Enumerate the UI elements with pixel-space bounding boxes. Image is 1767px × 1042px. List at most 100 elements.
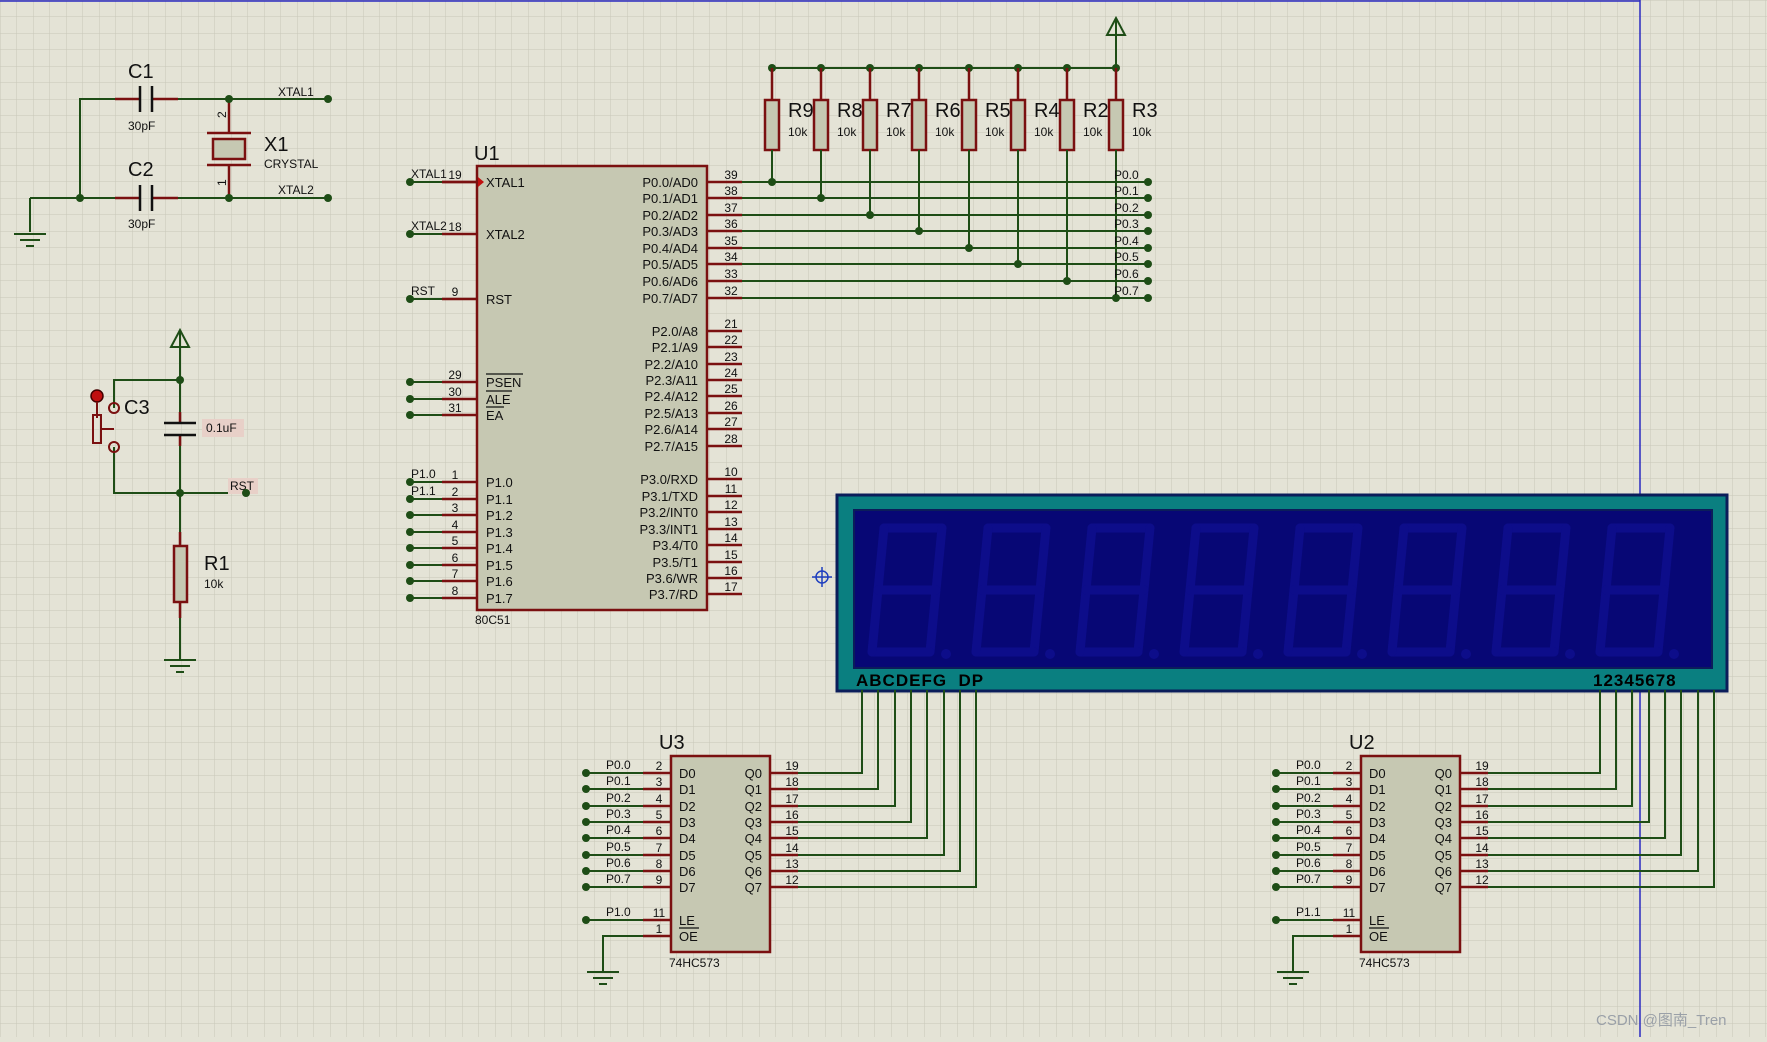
u3-net-label-p0.2: P0.2 (606, 791, 631, 805)
digit-pins-label: 12345678 (1593, 671, 1677, 690)
u3-pin-num-6: 6 (656, 824, 663, 838)
u1-pin-num-29: 29 (448, 368, 462, 382)
digit-4-segment-2 (1237, 585, 1253, 657)
u1-pin-num-21: 21 (724, 317, 738, 331)
x1-pin1: 1 (215, 179, 229, 186)
u1-pin-name-p2-1-a9: P2.1/A9 (652, 340, 698, 355)
u2-q-wire-7 (1488, 690, 1715, 888)
u3-pin-name-q4: Q4 (745, 831, 762, 846)
digit-8 (1595, 523, 1679, 659)
u2-pin-num-6: 6 (1346, 824, 1353, 838)
u3-pin-name-q2: Q2 (745, 799, 762, 814)
u2-body (1359, 754, 1462, 954)
crystal-x1[interactable]: 2 1 X1 CRYSTAL (207, 99, 319, 198)
u3-net-label-p0.7: P0.7 (606, 872, 631, 886)
u1-pin-num-38: 38 (724, 184, 738, 198)
c2-value: 30pF (128, 217, 155, 231)
u3-pin-name-d0: D0 (679, 766, 696, 781)
u3-pin-num-8: 8 (656, 857, 663, 871)
crosshair-marker (812, 567, 832, 587)
u2-pin-num-3: 3 (1346, 775, 1353, 789)
reset-pushbutton[interactable] (90, 389, 120, 453)
x1-ref: X1 (264, 134, 288, 156)
digit-8-segment-1 (1659, 523, 1675, 595)
u1-pin-name-p1.5: P1.5 (486, 558, 513, 573)
digit-8-dp (1669, 649, 1679, 659)
u3-net-label-p0.3: P0.3 (606, 807, 631, 821)
digit-6-segment-1 (1451, 523, 1467, 595)
u1-pin-num-2: 2 (452, 485, 459, 499)
u1-pin-name-p2-3-a11: P2.3/A11 (645, 373, 698, 388)
digit-7-segment-1 (1555, 523, 1571, 595)
u2-pin-num-16: 16 (1475, 808, 1489, 822)
u2-pin-name-d0: D0 (1369, 766, 1386, 781)
pullup-resistor-network[interactable]: R910kR810kR710kR610kR510kR410kR210kR310k… (742, 15, 1158, 302)
u3-pin-name-q3: Q3 (745, 815, 762, 830)
u1-pin-name-p1.4: P1.4 (486, 541, 513, 556)
digit-6-segment-2 (1445, 585, 1461, 657)
digit-5-segment-4 (1283, 585, 1299, 657)
u3-pin-num-14: 14 (785, 841, 799, 855)
digit-5 (1283, 523, 1367, 659)
u2-pin-num-14: 14 (1475, 841, 1489, 855)
u2-net-label-p0.0: P0.0 (1296, 758, 1321, 772)
u2-net-label-p0.7: P0.7 (1296, 872, 1321, 886)
u1-pin-name-xtal2: XTAL2 (486, 227, 525, 242)
u1-pin-name-p3-6-wr: P3.6/WR (646, 571, 698, 586)
capacitor-c3[interactable]: C3 0.1uF (124, 397, 244, 446)
ground-symbol-osc (14, 233, 46, 247)
u2-net-label-p0.2: P0.2 (1296, 791, 1321, 805)
u1-pin-num-32: 32 (724, 284, 738, 298)
digit-3 (1075, 523, 1159, 659)
pullup-net-label-p0.1: P0.1 (1114, 184, 1139, 198)
u1-part: 80C51 (475, 613, 511, 627)
u2-pin-num-7: 7 (1346, 841, 1353, 855)
u1-pin-num-3: 3 (452, 501, 459, 515)
u3-pin-num-le: 11 (653, 906, 666, 920)
pullup-resistor-r2 (1058, 98, 1076, 152)
pullup-net-label-p0.3: P0.3 (1114, 217, 1139, 231)
segment-pins-label: ABCDEFG DP (856, 671, 984, 690)
u1-pin-name-p2-6-a14: P2.6/A14 (645, 422, 699, 437)
pullup-resistor-r3 (1107, 98, 1125, 152)
u2-q-wire-0 (1488, 690, 1601, 774)
digit-8-segment-2 (1653, 585, 1669, 657)
u3-net-label-p0.4: P0.4 (606, 823, 631, 837)
pullup-r8-value: 10k (837, 125, 857, 139)
u2-pin-name-q5: Q5 (1435, 848, 1452, 863)
digit-6-segment-4 (1387, 585, 1403, 657)
pullup-resistor-r8 (812, 98, 830, 152)
u1-pin-name-p0-5-ad5: P0.5/AD5 (642, 257, 698, 272)
u2-part: 74HC573 (1359, 956, 1410, 970)
u1-pin-name-p3-5-t1: P3.5/T1 (652, 555, 698, 570)
oscillator-circuit[interactable]: C1 30pF C2 30pF 2 1 X1 CRYSTAL XTAL1 XTA… (14, 61, 332, 247)
u1-pin-name-p0-1-ad1: P0.1/AD1 (642, 191, 698, 206)
u2-pin-name-d6: D6 (1369, 864, 1386, 879)
pullup-resistor-r6 (910, 98, 928, 152)
reset-circuit[interactable]: C3 0.1uF R1 10k RST (90, 327, 258, 673)
resistor-r1[interactable]: R1 10k (172, 532, 230, 618)
u1-pin-num-31: 31 (448, 401, 462, 415)
u3-pin-num-12: 12 (785, 873, 799, 887)
u3-pin-name-d7: D7 (679, 880, 696, 895)
u2-net-label-p0.5: P0.5 (1296, 840, 1321, 854)
u1-pin-num-28: 28 (724, 432, 738, 446)
u3-pin-num-4: 4 (656, 792, 663, 806)
u2-pin-num-2: 2 (1346, 759, 1353, 773)
seven-segment-display-module[interactable]: ABCDEFG DP 12345678 (835, 493, 1729, 693)
digit-8-segment-4 (1595, 585, 1611, 657)
u2-pin-num-4: 4 (1346, 792, 1353, 806)
digit-4-segment-4 (1179, 585, 1195, 657)
capacitor-c1[interactable]: C1 30pF (115, 61, 178, 133)
u1-net-label-p1.1: P1.1 (411, 484, 436, 498)
capacitor-c2[interactable]: C2 30pF (115, 159, 178, 231)
u2-pin-name-q2: Q2 (1435, 799, 1452, 814)
digit-2-segment-5 (977, 523, 993, 595)
u2-q-wire-4 (1488, 690, 1666, 839)
u1-pin-name-p3-2-int0: P3.2/INT0 (639, 505, 698, 520)
u1-body[interactable] (475, 164, 709, 612)
u1-pin-name-p2-2-a10: P2.2/A10 (645, 357, 699, 372)
